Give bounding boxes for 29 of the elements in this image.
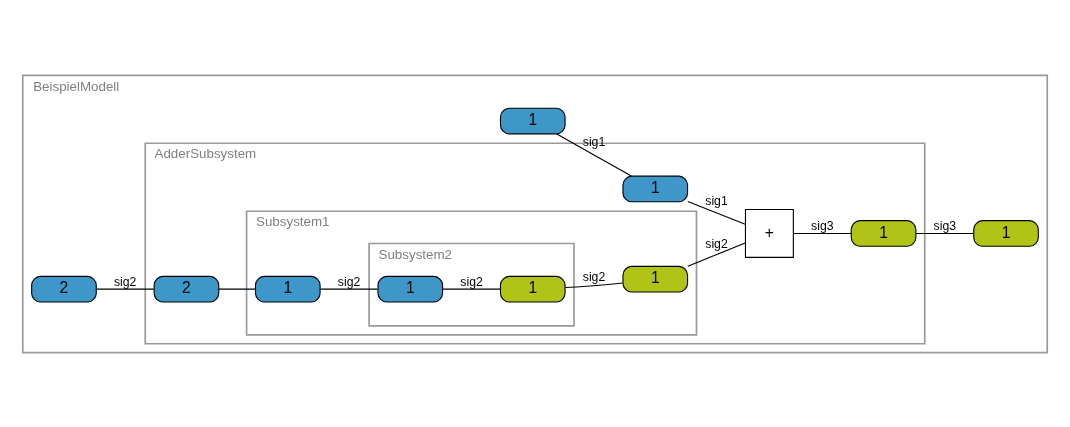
node-box: 1 [973, 219, 1039, 247]
connector [95, 288, 155, 290]
edge-label: sig2 [113, 274, 137, 289]
node-box: 1 [377, 275, 444, 303]
node-box: 1 [622, 175, 689, 202]
connector [793, 232, 852, 234]
edge-label: sig2 [582, 269, 606, 284]
connector [218, 288, 256, 290]
node-box: 1 [850, 219, 917, 247]
node-box: 1 [499, 275, 566, 303]
node-box: 2 [31, 275, 97, 303]
node-box: + [744, 208, 794, 258]
connector [556, 132, 632, 177]
connector [319, 288, 379, 290]
edge-label: sig2 [460, 274, 483, 289]
node-box: 1 [499, 107, 566, 134]
connector [687, 241, 746, 267]
node-box: 1 [254, 275, 321, 303]
node-box: 1 [622, 265, 689, 292]
edge-label: sig2 [337, 274, 361, 289]
edge-label: sig2 [705, 236, 728, 251]
edge-label: sig1 [705, 193, 728, 208]
connector [564, 281, 624, 288]
edge-label: sig3 [811, 218, 834, 233]
node-box: 2 [153, 275, 220, 303]
edge-label: sig3 [933, 218, 957, 233]
connector [687, 200, 746, 225]
connector [442, 288, 501, 290]
connector [915, 232, 974, 234]
